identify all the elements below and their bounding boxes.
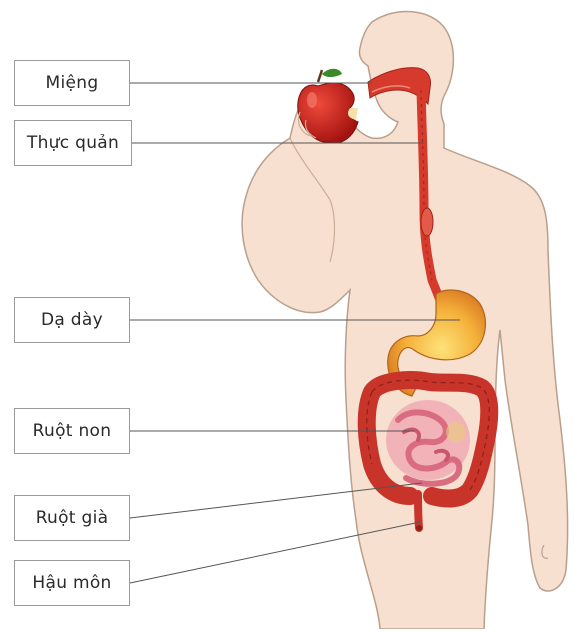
- label-mouth: Miệng: [14, 60, 130, 106]
- label-anus: Hậu môn: [14, 560, 130, 606]
- label-large-intestine: Ruột già: [14, 495, 130, 541]
- label-small-intestine: Ruột non: [14, 408, 130, 454]
- label-esophagus: Thực quản: [14, 120, 132, 166]
- label-stomach: Dạ dày: [14, 297, 130, 343]
